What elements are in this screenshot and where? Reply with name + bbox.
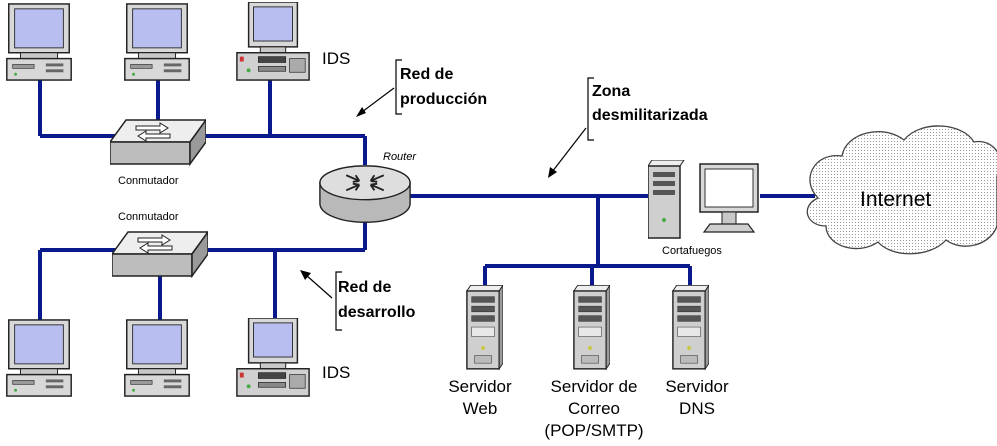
zona-line2: desmilitarizada: [592, 107, 708, 124]
switch-bottom: [112, 231, 208, 277]
arrow-zona: [548, 127, 587, 178]
router-label: Router: [383, 151, 417, 163]
zona-line1: Zona: [592, 83, 630, 100]
red-desarrollo-line2: desarrollo: [338, 304, 416, 321]
arrow-produccion: [356, 87, 395, 117]
router: [318, 164, 412, 224]
pc-production-2: [124, 3, 190, 81]
internet-cloud: [806, 125, 997, 255]
server-dns-label-2: DNS: [679, 399, 715, 418]
server-dns: [672, 285, 709, 370]
server-web: [466, 285, 503, 370]
ids-workstation-top: [236, 2, 310, 81]
switch-top-label: Conmutador: [118, 175, 179, 187]
server-mail-label-2: Correo: [568, 399, 620, 418]
server-mail-label-1: Servidor de: [551, 377, 638, 396]
server-web-label-1: Servidor: [448, 377, 512, 396]
ids-workstation-bottom: [236, 318, 310, 397]
server-mail: [573, 285, 610, 370]
ids-bottom-label: IDS: [322, 363, 350, 382]
server-web-label-2: Web: [463, 399, 498, 418]
pc-development-1: [6, 319, 72, 397]
firewall-label: Cortafuegos: [662, 245, 722, 257]
red-desarrollo-line1: Red de: [338, 279, 391, 296]
internet-label: Internet: [860, 188, 931, 211]
bracket-zona: [587, 77, 594, 141]
firewall: [648, 160, 759, 239]
red-produccion-line1: Red de: [400, 66, 453, 83]
red-produccion-line2: producción: [400, 91, 487, 108]
ids-top-label: IDS: [322, 49, 350, 68]
bracket-desarrollo: [335, 271, 342, 331]
server-dns-label-1: Servidor: [665, 377, 729, 396]
server-mail-label-3: (POP/SMTP): [544, 421, 643, 440]
bracket-produccion: [395, 59, 402, 115]
switch-top: [110, 119, 206, 165]
switch-bottom-label: Conmutador: [118, 211, 179, 223]
pc-development-2: [124, 319, 190, 397]
arrow-desarrollo: [300, 270, 333, 299]
pc-production-1: [6, 3, 72, 81]
